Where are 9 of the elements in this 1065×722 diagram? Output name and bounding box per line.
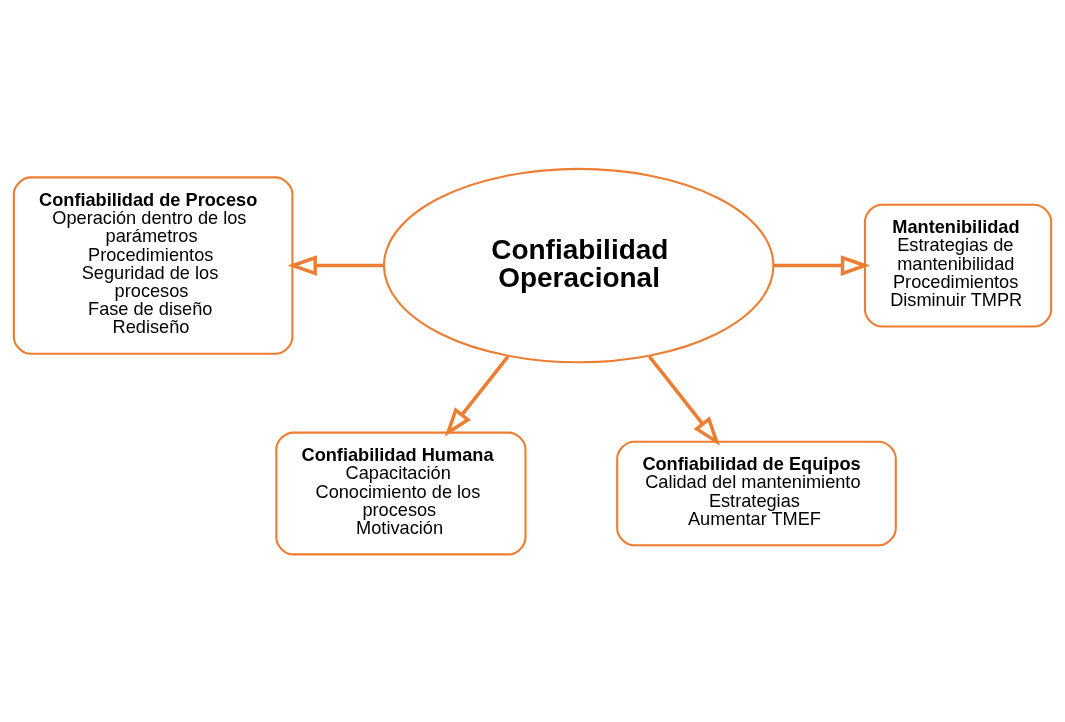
node-box: Confiabilidad de Proceso Operación dentro de los parámetros Procedimientos Seguridad de los procesos Fase de diseño Rediseño <box>12 175 294 355</box>
node-box: Confiabilidad de Equipos Calidad del mantenimiento Estrategias Aumentar TMEF <box>616 440 897 546</box>
node-box: Confiabilidad Humana Capacitación Conocimiento de los procesos Motivación <box>275 431 527 555</box>
arrow <box>773 254 871 276</box>
arrow <box>287 254 384 276</box>
arrow <box>444 355 510 437</box>
arrow <box>648 355 720 446</box>
node-box: Mantenibilidad Estrategias de mantenibilidad Procedimientos Disminuir TMPR <box>863 203 1053 328</box>
node-ellipse: Confiabilidad Operacional <box>382 167 775 363</box>
